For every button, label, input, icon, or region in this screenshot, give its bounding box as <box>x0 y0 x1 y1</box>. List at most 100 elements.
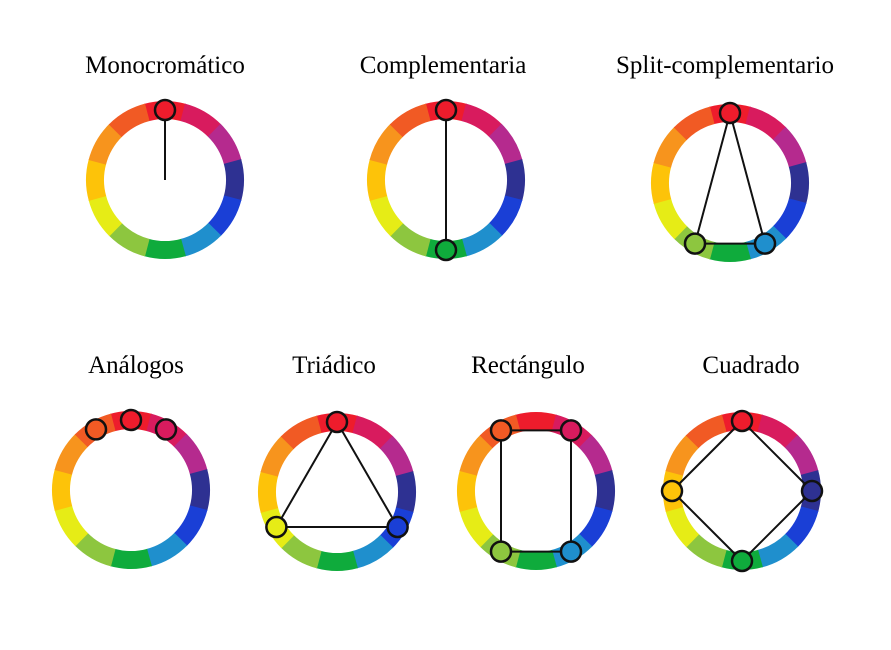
color-marker <box>800 479 824 503</box>
wheel-segment <box>108 103 150 138</box>
color-marker <box>153 98 177 122</box>
wheel-segment <box>395 471 416 513</box>
wheel-segment <box>685 533 727 568</box>
wheel-segment <box>745 106 787 141</box>
color-marker <box>434 98 458 122</box>
wheel-segment <box>369 123 404 165</box>
wheel-segment <box>784 434 819 476</box>
wheel-segment <box>504 159 525 201</box>
wheel-segment <box>379 435 414 477</box>
wheel-segment <box>665 434 700 476</box>
wheel-segment <box>665 506 700 548</box>
color-wheel-cuadrado <box>660 409 824 573</box>
wheel-segment <box>488 123 523 165</box>
harmony-shape <box>500 429 572 553</box>
color-wheel-monocromatico <box>86 98 244 259</box>
wheel-segment <box>457 470 478 512</box>
wheel-segment <box>757 414 799 449</box>
wheel-segment <box>173 505 208 547</box>
diagram-title-monocromatico: Monocromático <box>85 52 245 79</box>
wheel-segment <box>685 414 727 449</box>
wheel-segment <box>88 123 123 165</box>
wheel-segment <box>461 103 503 138</box>
color-marker <box>559 540 583 563</box>
wheel-segment <box>88 195 123 237</box>
wheel-segment <box>280 534 322 569</box>
color-marker <box>730 409 754 433</box>
wheel-segment <box>772 198 807 240</box>
color-wheel-rectangulo <box>457 412 615 570</box>
color-marker <box>84 418 108 441</box>
wheel-segment <box>74 532 116 567</box>
wheel-segment <box>515 549 557 570</box>
wheel-segment <box>180 222 222 257</box>
wheel-segment <box>651 162 672 204</box>
color-wheel-triadico <box>258 410 416 571</box>
wheel-segment <box>173 433 208 475</box>
wheel-segment <box>578 434 613 476</box>
color-wheel-split-complementario <box>651 101 809 262</box>
wheel-segment <box>488 195 523 237</box>
wheel-segment <box>108 222 150 257</box>
color-marker <box>683 232 707 255</box>
diagram-title-complementaria: Complementaria <box>359 52 527 79</box>
wheel-segment <box>709 241 751 262</box>
wheel-segment <box>54 505 89 547</box>
wheel-segment <box>757 533 799 568</box>
color-wheel-complementaria <box>367 98 525 262</box>
wheel-segment <box>459 506 494 548</box>
wheel-segment <box>146 532 188 567</box>
diagram-title-triadico: Triádico <box>292 352 376 379</box>
color-marker <box>718 101 742 125</box>
diagram-title-rectangulo: Rectángulo <box>471 352 585 379</box>
color-marker <box>265 515 288 539</box>
wheel-segment <box>316 550 358 571</box>
wheel-segment <box>54 433 89 475</box>
wheel-segment <box>223 159 244 201</box>
wheel-segment <box>189 469 210 511</box>
wheel-segment <box>389 103 431 138</box>
color-marker <box>489 419 513 442</box>
color-marker <box>386 515 409 539</box>
color-marker <box>434 238 458 262</box>
color-marker <box>730 549 754 573</box>
wheel-segment <box>260 435 295 477</box>
wheel-segment <box>653 126 688 168</box>
color-marker <box>753 232 777 255</box>
wheel-segment <box>461 222 503 257</box>
wheel-segment <box>352 415 394 450</box>
wheel-segment <box>258 471 279 513</box>
wheel-segment <box>653 198 688 240</box>
wheel-segment <box>459 434 494 476</box>
wheel-segment <box>144 238 186 259</box>
harmony-shape <box>275 421 399 528</box>
wheel-segment <box>673 106 715 141</box>
wheel-segment <box>280 415 322 450</box>
color-marker <box>154 418 178 441</box>
wheel-segment <box>772 126 807 168</box>
color-marker <box>119 408 143 432</box>
wheel-segment <box>207 123 242 165</box>
color-marker <box>559 419 583 442</box>
diagram-title-split-complementario: Split-complementario <box>615 52 834 79</box>
wheel-segment <box>180 103 222 138</box>
wheel-segment <box>207 195 242 237</box>
diagram-title-analogos: Análogos <box>88 352 184 379</box>
wheel-segment <box>52 469 73 511</box>
wheel-segment <box>389 222 431 257</box>
wheel-segment <box>369 195 404 237</box>
wheel-segment <box>578 506 613 548</box>
wheel-segment <box>86 159 107 201</box>
wheel-segment <box>784 506 819 548</box>
wheel-segment <box>110 548 152 569</box>
wheel-segment <box>367 159 388 201</box>
color-marker <box>489 540 513 563</box>
wheel-segment <box>788 162 809 204</box>
color-wheel-analogos <box>52 408 210 569</box>
wheel-segment <box>515 412 557 433</box>
harmony-shape <box>694 112 766 245</box>
diagram-title-cuadrado: Cuadrado <box>702 352 800 379</box>
color-marker <box>660 479 684 503</box>
color-marker <box>325 410 349 434</box>
